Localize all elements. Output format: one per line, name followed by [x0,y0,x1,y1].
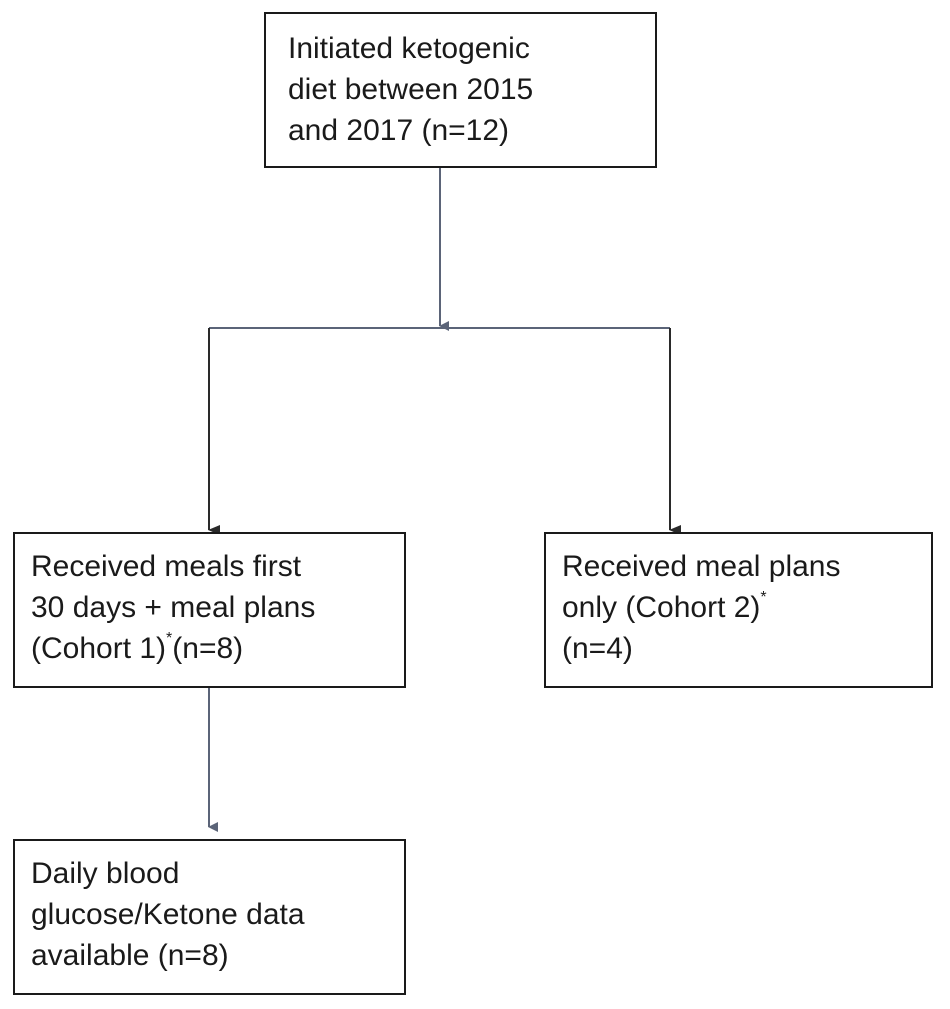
initiated-line-3: and 2017 (n=12) [288,114,510,147]
daily-line-3: available (n=8) [31,939,229,972]
cohort2-box: Received meal plans only (Cohort 2)* (n=… [544,532,933,688]
cohort1-line-3: (Cohort 1)*(n=8) [31,628,404,669]
cohort2-line-1: Received meal plans [562,550,841,583]
cohort2-label: only (Cohort 2) [562,591,761,624]
cohort1-line-1: Received meals first [31,550,302,583]
cohort2-count: (n=4) [562,632,633,665]
cohort1-count: (n=8) [172,632,244,665]
daily-data-box: Daily blood glucose/Ketone data availabl… [13,839,406,995]
initiated-diet-box: Initiated ketogenic diet between 2015 an… [264,12,657,168]
initiated-line-1: Initiated ketogenic [288,32,530,65]
initiated-line-2: diet between 2015 [288,73,534,106]
daily-line-2: glucose/Ketone data [31,898,305,931]
cohort1-line-2: 30 days + meal plans [31,591,316,624]
cohort1-footnote-mark: * [166,630,173,647]
daily-line-1: Daily blood [31,857,180,890]
cohort1-label: (Cohort 1) [31,632,167,665]
cohort2-footnote-mark: * [760,589,767,606]
cohort1-box: Received meals first 30 days + meal plan… [13,532,406,688]
cohort2-line-2: only (Cohort 2)* [562,587,931,628]
